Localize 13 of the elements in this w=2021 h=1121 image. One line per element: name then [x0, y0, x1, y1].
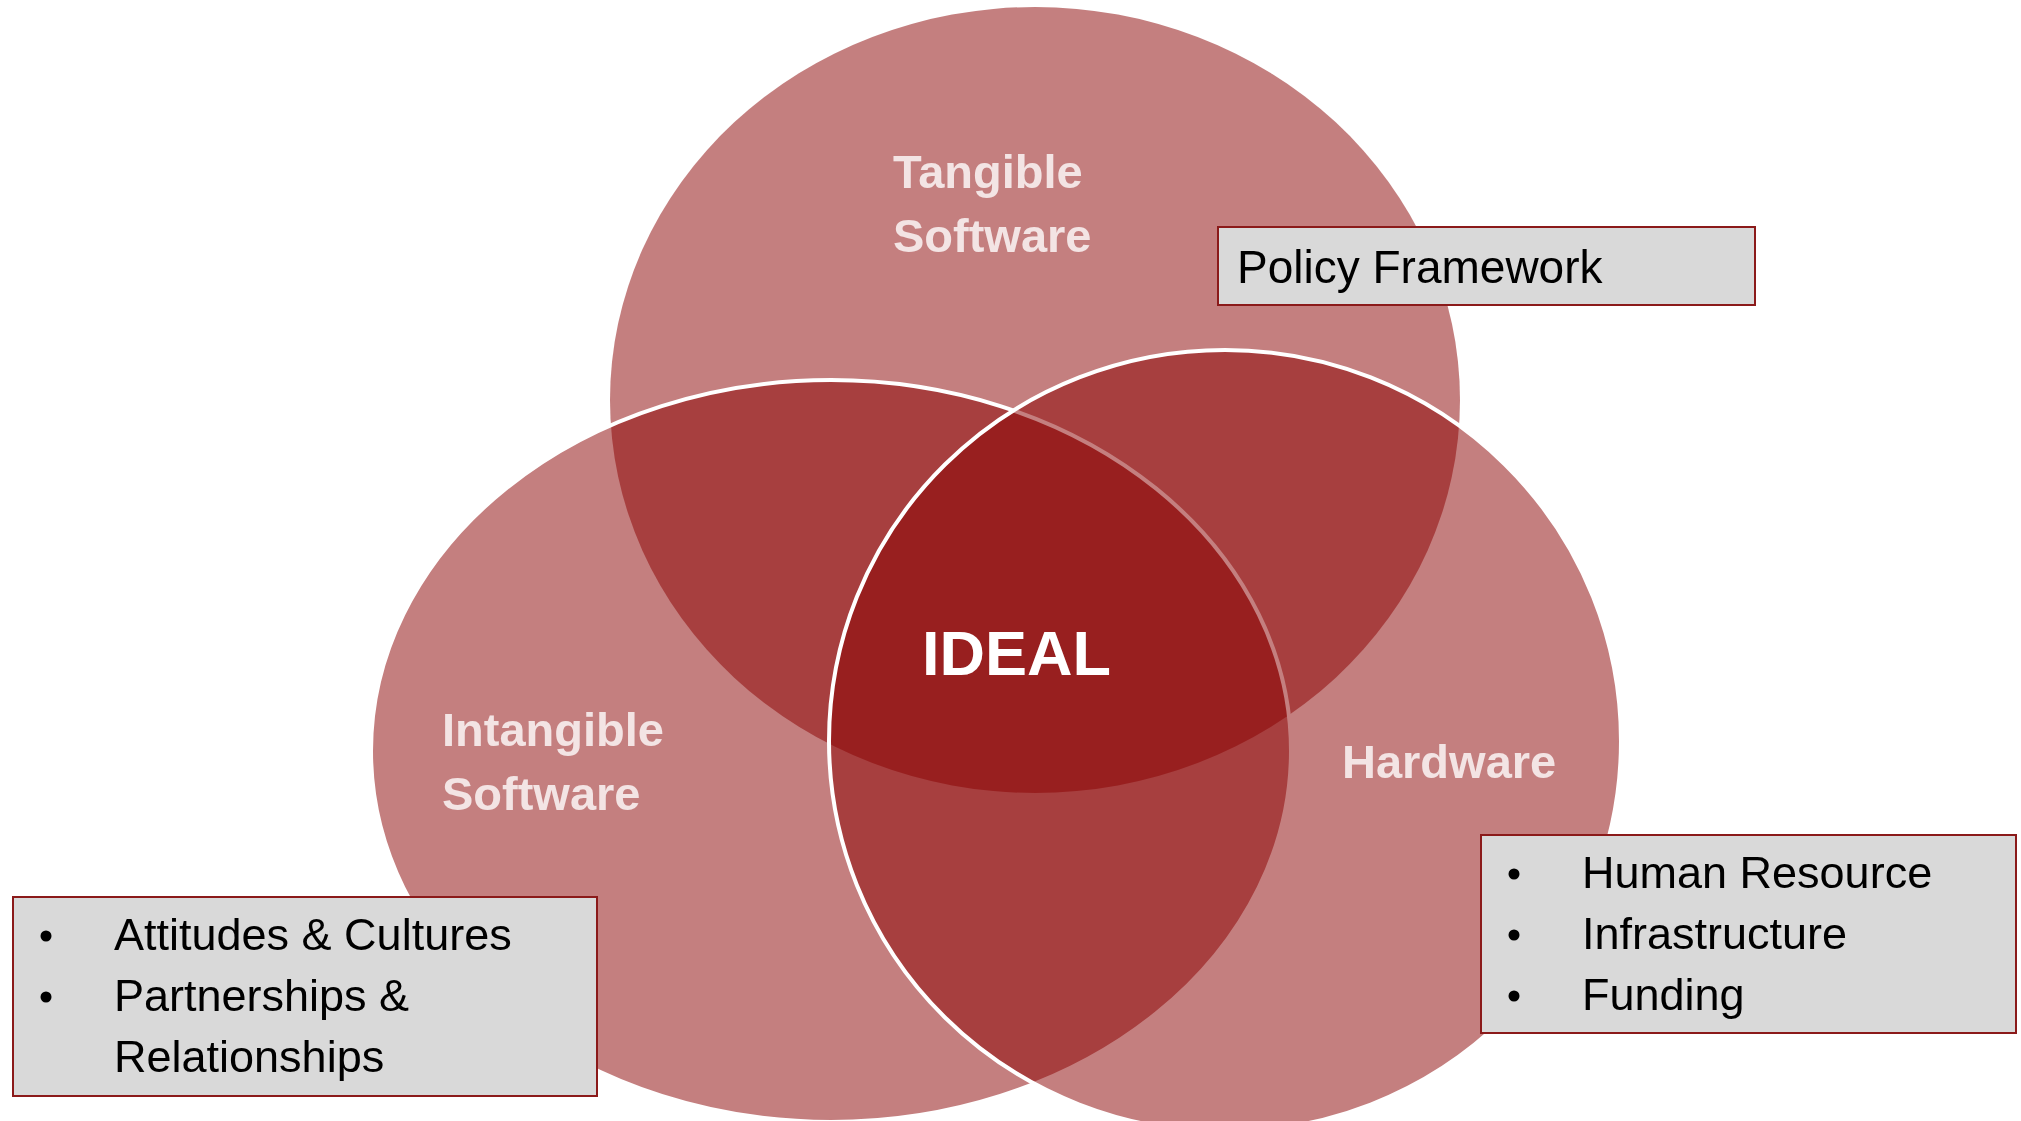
center-label: IDEAL [922, 617, 1111, 689]
text-box [1217, 226, 1756, 306]
box-text: Policy Framework [1237, 240, 1603, 295]
bullet-item: Funding [1582, 969, 1745, 1020]
circle-label: Intangible Software [442, 702, 665, 822]
bullet-item: Human Resource [1582, 847, 1933, 898]
text-box [1480, 834, 2017, 1034]
circle-label: Hardware [1342, 734, 1558, 790]
circle-label: Tangible Software [893, 144, 1093, 264]
bullet-item: Attitudes & Cultures [114, 909, 512, 960]
text-box [12, 896, 598, 1097]
bullet-item: Infrastructure [1582, 908, 1848, 959]
bullet-item: Partnerships & Relationships [114, 970, 410, 1082]
